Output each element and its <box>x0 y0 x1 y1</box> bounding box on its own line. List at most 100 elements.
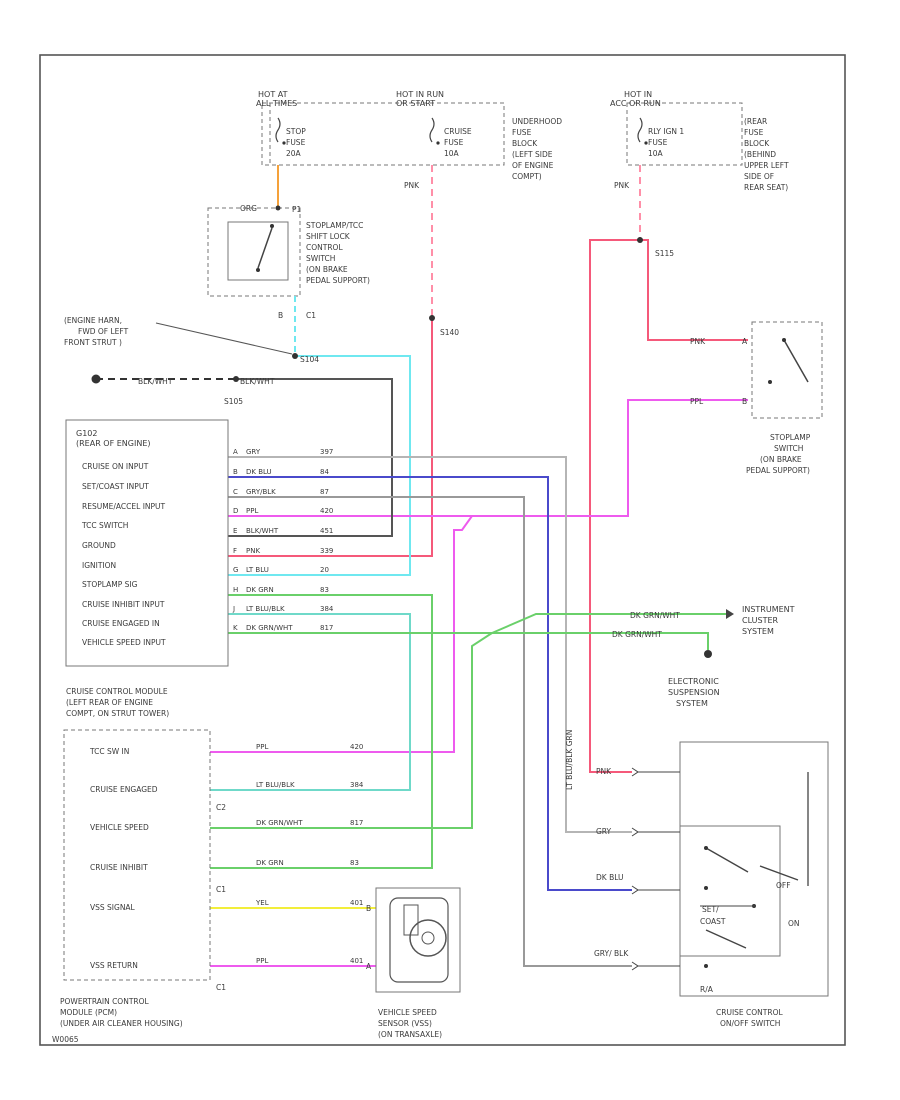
ccm-wire: DK GRN <box>246 586 274 594</box>
svg-text:CONTROL: CONTROL <box>306 243 343 252</box>
ground-g103 <box>91 374 101 384</box>
svg-text:RLY IGN 1: RLY IGN 1 <box>648 127 684 136</box>
ccm-input-label: CRUISE ON INPUT <box>82 462 149 471</box>
ccm-circuit: 84 <box>320 468 329 476</box>
hot-at-all-times-line1: HOT AT <box>258 90 288 99</box>
ccm-input-label: IGNITION <box>82 561 116 570</box>
ccm-wire: BLK/WHT <box>246 527 279 535</box>
wire-pnk-ignition <box>228 318 433 557</box>
svg-text:FUSE: FUSE <box>744 128 764 137</box>
svg-text:DK BLU: DK BLU <box>596 873 624 882</box>
svg-text:R/A: R/A <box>700 985 714 994</box>
hot-in-run-line2: OR START <box>396 99 435 108</box>
svg-text:C1: C1 <box>216 983 226 992</box>
ccm-circuit: 451 <box>320 527 333 535</box>
vertical-wire-label: LT BLU/BLK GRN <box>565 730 574 790</box>
svg-text:P1: P1 <box>292 205 302 214</box>
instrument-cluster-system: DK GRN/WHT DK GRN/WHT INSTRUMENT CLUSTER… <box>612 605 795 639</box>
engine-harness-note: (ENGINE HARN, FWD OF LEFT FRONT STRUT ) <box>64 316 293 355</box>
svg-text:POWERTRAIN CONTROL: POWERTRAIN CONTROL <box>60 997 150 1006</box>
ccm-pin: D <box>233 507 238 515</box>
svg-text:(ON BRAKE: (ON BRAKE <box>306 265 348 274</box>
svg-text:SWITCH: SWITCH <box>306 254 335 263</box>
ground-wire-label: BLK/WHT <box>240 377 275 386</box>
stoplamp-switch: A B STOPLAMP SWITCH (ON BRAKE PEDAL SUPP… <box>742 321 823 475</box>
pcm-circuit: 401 <box>350 957 363 965</box>
underhood-fuse-block: HOT AT ALL TIMES HOT IN RUN OR START STO… <box>256 90 562 181</box>
ccm-wire: LT BLU <box>246 566 269 574</box>
svg-text:OFF: OFF <box>776 881 791 890</box>
pcm-wire: DK GRN/WHT <box>256 819 303 827</box>
cruise-control-switch: PNK GRY DK BLU GRY/ BLK GRY/ BLK OFF ON … <box>594 741 829 1028</box>
svg-text:UNDERHOOD: UNDERHOOD <box>512 117 562 126</box>
ccm-pin: H <box>233 586 238 594</box>
svg-text:B: B <box>278 311 283 320</box>
svg-text:PNK: PNK <box>404 181 420 190</box>
svg-text:CRUISE CONTROL: CRUISE CONTROL <box>716 1008 783 1017</box>
svg-text:DK GRN/WHT: DK GRN/WHT <box>612 630 662 639</box>
svg-text:(ON BRAKE: (ON BRAKE <box>760 455 802 464</box>
pcm-wire: LT BLU/BLK <box>256 781 295 789</box>
splice-s104: S104 <box>300 355 319 364</box>
svg-text:ON: ON <box>788 919 800 928</box>
svg-text:A: A <box>366 962 372 971</box>
ccm-pin: C <box>233 488 238 496</box>
ccm-circuit: 384 <box>320 605 334 613</box>
wire-pnk-stoplamp-switch <box>640 239 748 341</box>
svg-text:ACC OR RUN: ACC OR RUN <box>610 99 661 108</box>
svg-text:(BEHIND: (BEHIND <box>744 150 776 159</box>
pcm-circuit: 420 <box>350 743 363 751</box>
svg-text:ON/OFF SWITCH: ON/OFF SWITCH <box>720 1019 780 1028</box>
svg-text:(REAR OF ENGINE): (REAR OF ENGINE) <box>76 439 151 448</box>
switch-pin-arrow <box>631 885 639 895</box>
ccm-input-label: VEHICLE SPEED INPUT <box>82 638 166 647</box>
svg-text:SENSOR (VSS): SENSOR (VSS) <box>378 1019 432 1028</box>
wire-dkgrnwht-suspension <box>228 632 709 650</box>
ccm-pin: J <box>232 605 235 613</box>
ccm-wire: DK GRN/WHT <box>246 624 293 632</box>
pcm-input-label: CRUISE ENGAGED <box>90 785 158 794</box>
hot-in-run-line1: HOT IN RUN <box>396 90 444 99</box>
ccm-pin: F <box>233 547 237 555</box>
switch-pin-arrow <box>631 961 639 971</box>
wire-dkblu-set <box>228 476 632 891</box>
switch-pin-arrow <box>631 827 639 837</box>
svg-text:SHIFT LOCK: SHIFT LOCK <box>306 232 351 241</box>
switch-pin-arrow <box>631 767 639 777</box>
ccm-wire: PPL <box>246 507 258 515</box>
ccm-pin: B <box>233 468 238 476</box>
svg-text:FUSE: FUSE <box>286 138 306 147</box>
stop-fuse: STOP FUSE 20A <box>275 117 306 158</box>
hot-at-all-times-line2: ALL TIMES <box>256 99 297 108</box>
svg-text:BLOCK: BLOCK <box>744 139 770 148</box>
ccm-wire: GRY/BLK <box>246 488 276 496</box>
ccm-circuit: 20 <box>320 566 329 574</box>
splice-s105: S105 <box>224 397 243 406</box>
svg-text:(LEFT REAR OF ENGINE: (LEFT REAR OF ENGINE <box>66 698 153 707</box>
svg-text:VEHICLE SPEED: VEHICLE SPEED <box>378 1008 437 1017</box>
ccm-circuit: 397 <box>320 448 333 456</box>
svg-text:(REAR: (REAR <box>744 117 767 126</box>
ccm-circuit: 817 <box>320 624 333 632</box>
svg-text:FUSE: FUSE <box>512 128 532 137</box>
wire-pnk-cruise-switch <box>589 239 640 773</box>
ccm-circuit: 420 <box>320 507 333 515</box>
svg-text:SWITCH: SWITCH <box>774 444 803 453</box>
ccm-input-label: TCC SWITCH <box>81 521 128 530</box>
splice-s140: S140 <box>440 328 459 337</box>
svg-text:PEDAL SUPPORT): PEDAL SUPPORT) <box>746 466 810 475</box>
svg-text:SET/: SET/ <box>702 905 719 914</box>
svg-text:10A: 10A <box>648 149 664 158</box>
ccm-pin: E <box>233 527 237 535</box>
svg-text:COMPT, ON STRUT TOWER): COMPT, ON STRUT TOWER) <box>66 709 169 718</box>
wire-gryblk-resume <box>228 496 632 967</box>
ccm-input-label: SET/COAST INPUT <box>82 482 149 491</box>
pcm-wire: DK GRN <box>256 859 284 867</box>
ccm-wire: GRY <box>246 448 261 456</box>
wire-ppl-tcc-pcm <box>210 515 473 753</box>
wire-dkgrnwht-pcm <box>210 632 493 829</box>
svg-text:REAR SEAT): REAR SEAT) <box>744 183 788 192</box>
